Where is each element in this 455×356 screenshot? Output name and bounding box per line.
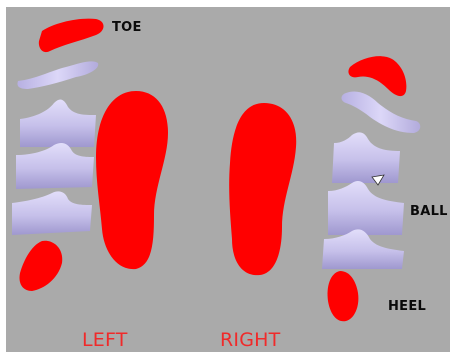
right-arch-piece[interactable]	[332, 132, 400, 183]
label-ball: BALL	[410, 204, 448, 219]
left-toe-piece[interactable]	[39, 19, 104, 52]
right-ball-piece[interactable]	[328, 181, 404, 235]
left-ball-piece-2[interactable]	[12, 191, 92, 235]
label-heel: HEEL	[388, 299, 426, 314]
label-left: LEFT	[82, 329, 128, 351]
right-toe-lavender-strip[interactable]	[342, 91, 421, 133]
scene-svg[interactable]	[6, 7, 450, 352]
right-insole[interactable]	[229, 103, 296, 275]
left-heel-piece[interactable]	[20, 241, 63, 291]
3d-viewport[interactable]: TOE BALL HEEL LEFT RIGHT	[6, 7, 450, 352]
left-arch-piece-1[interactable]	[20, 100, 96, 147]
left-insole[interactable]	[96, 91, 168, 269]
label-right: RIGHT	[220, 329, 280, 351]
left-toe-lavender-strip[interactable]	[17, 61, 98, 89]
right-metatarsal-piece[interactable]	[322, 229, 404, 269]
right-heel-piece[interactable]	[328, 271, 359, 321]
left-ball-piece-1[interactable]	[16, 143, 94, 189]
right-toe-piece[interactable]	[348, 56, 406, 96]
label-toe: TOE	[112, 20, 142, 35]
